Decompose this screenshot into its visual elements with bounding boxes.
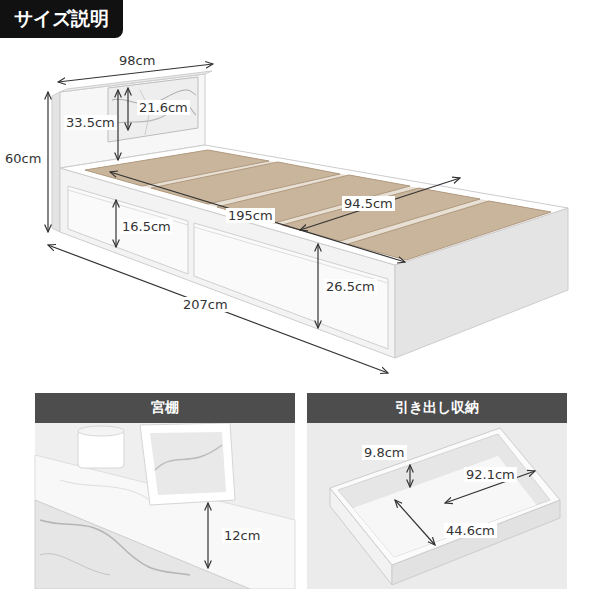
dimension-label: 9.8cm: [362, 445, 407, 460]
header-text: 宮棚: [151, 399, 179, 417]
title-tab: サイズ説明: [0, 0, 123, 38]
dimension-label: 44.6cm: [444, 523, 497, 538]
title-text: サイズ説明: [14, 7, 109, 29]
dimension-label: 33.5cm: [64, 115, 117, 130]
dimension-label: 21.6cm: [137, 100, 190, 115]
dimension-label: 60cm: [3, 151, 43, 166]
dimension-label: 195cm: [226, 208, 275, 223]
panel-header-band: 宮棚: [35, 393, 295, 423]
header-text: 引き出し収納: [395, 399, 479, 417]
dimension-label: 12cm: [222, 528, 262, 543]
dimension-label: 26.5cm: [324, 279, 377, 294]
dimension-label: 98cm: [117, 53, 157, 68]
dimension-label: 94.5cm: [342, 196, 395, 211]
dimension-label: 207cm: [181, 297, 230, 312]
dimension-label: 16.5cm: [120, 219, 173, 234]
panel-header-band: 引き出し収納: [307, 393, 567, 423]
dimension-label: 92.1cm: [464, 467, 517, 482]
